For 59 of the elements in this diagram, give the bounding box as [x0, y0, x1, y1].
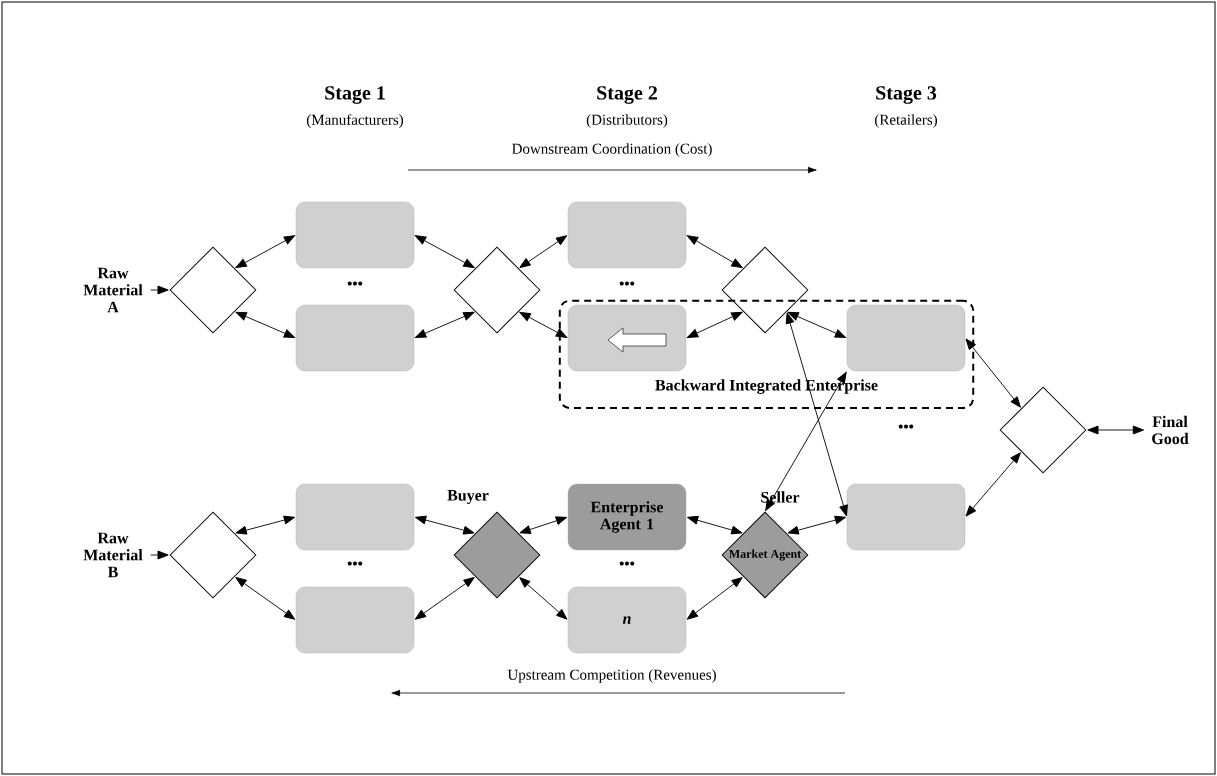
arrow [519, 235, 568, 268]
arrow [519, 577, 568, 620]
arrow [787, 311, 847, 338]
arrow [414, 311, 475, 338]
ellipsis: ••• [347, 281, 363, 286]
arrow [965, 338, 1021, 408]
input-output-label: Final Good [1152, 415, 1189, 445]
process-box [295, 483, 415, 551]
flow-label: Upstream Competition (Revenues) [507, 669, 716, 683]
arrow [150, 285, 169, 295]
arrow [235, 515, 295, 535]
market-diamond [453, 511, 541, 599]
role-label: Buyer [447, 490, 489, 504]
flow-label: Downstream Coordination (Cost) [512, 143, 712, 157]
market-diamond [721, 246, 809, 334]
arrow [519, 311, 568, 338]
process-box [295, 201, 415, 269]
role-label: Seller [761, 491, 800, 503]
ellipsis: ••• [898, 424, 914, 429]
arrow [965, 452, 1021, 517]
arrow [686, 235, 743, 269]
stage-subtitle: (Retailers) [875, 114, 937, 128]
arrow [687, 515, 743, 535]
market-diamond [999, 386, 1087, 474]
arrow [787, 515, 847, 535]
process-box [295, 586, 415, 654]
agent-box: Enterprise Agent 1 [567, 483, 687, 551]
ellipsis: ••• [619, 281, 635, 286]
arrow [235, 577, 296, 620]
process-box [846, 483, 966, 551]
market-diamond [169, 511, 257, 599]
arrow [765, 371, 847, 511]
arrow [235, 311, 296, 338]
input-output-label: Raw Material A [83, 267, 143, 313]
arrow [1087, 425, 1144, 435]
arrow [414, 235, 475, 269]
input-output-label: Raw Material B [83, 532, 143, 578]
agent-box: n [567, 586, 687, 654]
stage-heading: Stage 1 [325, 86, 385, 104]
market-diamond [169, 246, 257, 334]
process-box [846, 304, 966, 372]
arrow [415, 515, 475, 535]
arrow [519, 516, 568, 534]
arrow [785, 312, 848, 517]
stage-subtitle: (Manufacturers) [306, 114, 404, 128]
ellipsis: ••• [347, 561, 363, 566]
arrow [414, 577, 475, 620]
arrow [686, 311, 743, 338]
stage-heading: Stage 2 [597, 86, 657, 104]
market-diamond [453, 246, 541, 334]
stage-subtitle: (Distributors) [586, 114, 668, 128]
ellipsis: ••• [619, 561, 635, 566]
process-box [295, 304, 415, 372]
arrow [235, 235, 296, 269]
integrated-enterprise-group: Backward Integrated Enterprise [558, 299, 975, 409]
arrow [686, 577, 743, 620]
arrow [150, 550, 169, 560]
stage-heading: Stage 3 [876, 86, 937, 104]
process-box [567, 201, 687, 269]
